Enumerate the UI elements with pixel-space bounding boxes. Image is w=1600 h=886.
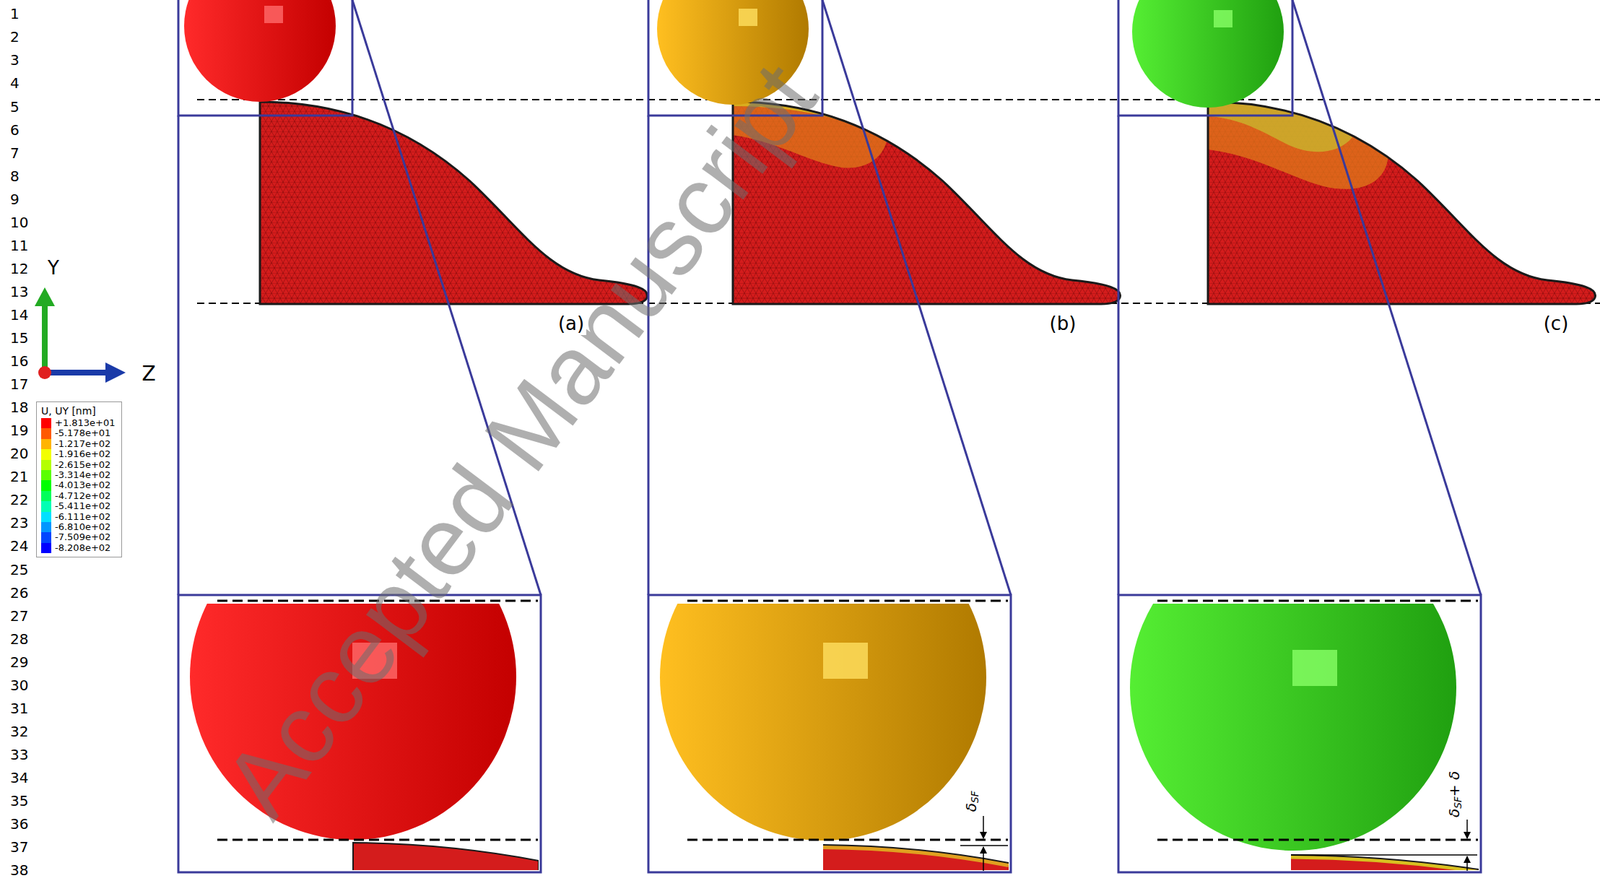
legend-swatch bbox=[41, 438, 52, 450]
line-number: 13 bbox=[10, 283, 29, 301]
legend-row: -6.111e+02 bbox=[41, 511, 116, 523]
line-number: 21 bbox=[10, 468, 29, 486]
line-number: 35 bbox=[10, 792, 29, 810]
legend-value: +1.813e+01 bbox=[54, 418, 116, 429]
line-number: 22 bbox=[10, 491, 29, 509]
legend-swatch bbox=[41, 532, 52, 543]
line-number: 33 bbox=[10, 746, 29, 764]
line-number: 12 bbox=[10, 260, 29, 278]
legend-value: -5.178e+01 bbox=[54, 428, 111, 439]
dimension-subscript: SF bbox=[968, 791, 981, 803]
line-number: 5 bbox=[10, 98, 20, 116]
legend-swatch bbox=[41, 511, 52, 523]
legend-value: -5.411e+02 bbox=[54, 501, 111, 512]
legend-box: U, UY [nm]+1.813e+01-5.178e+01-1.217e+02… bbox=[36, 401, 123, 558]
dimension-label: δSF+ δ bbox=[1445, 771, 1465, 818]
line-number: 31 bbox=[10, 700, 29, 717]
legend-value: -8.208e+02 bbox=[54, 542, 111, 554]
line-number: 7 bbox=[10, 145, 20, 162]
legend-swatch bbox=[41, 522, 52, 533]
legend-row: +1.813e+01 bbox=[41, 418, 116, 429]
legend-row: -5.411e+02 bbox=[41, 501, 116, 512]
line-number: 20 bbox=[10, 445, 29, 463]
legend-row: -8.208e+02 bbox=[41, 542, 116, 554]
line-number: 30 bbox=[10, 677, 29, 694]
legend-value: -4.013e+02 bbox=[54, 480, 111, 491]
line-number: 23 bbox=[10, 514, 29, 532]
legend-row: -1.916e+02 bbox=[41, 449, 116, 460]
legend-row: -3.314e+02 bbox=[41, 470, 116, 481]
legend-swatch bbox=[41, 542, 52, 554]
dimension-symbol: + δ bbox=[1445, 771, 1463, 797]
legend-swatch bbox=[41, 470, 52, 481]
legend-row: -2.615e+02 bbox=[41, 459, 116, 471]
axis-label: Z bbox=[141, 362, 156, 386]
line-number: 9 bbox=[10, 191, 20, 208]
line-number: 15 bbox=[10, 329, 29, 347]
legend-row: -7.509e+02 bbox=[41, 532, 116, 543]
dimension-symbol: δ bbox=[961, 802, 980, 812]
line-number: 14 bbox=[10, 306, 29, 324]
line-number: 27 bbox=[10, 607, 29, 625]
line-number: 29 bbox=[10, 654, 29, 671]
axis-label: Y bbox=[47, 257, 60, 280]
line-number: 38 bbox=[10, 862, 29, 879]
legend-row: -5.178e+01 bbox=[41, 428, 116, 439]
legend-swatch bbox=[41, 449, 52, 460]
legend-swatch bbox=[41, 480, 52, 491]
legend-swatch bbox=[41, 490, 52, 502]
legend-value: -4.712e+02 bbox=[54, 490, 111, 502]
line-number: 10 bbox=[10, 214, 29, 232]
line-number: 19 bbox=[10, 422, 29, 439]
line-number: 2 bbox=[10, 28, 20, 46]
dimension-subscript: SF bbox=[1452, 796, 1465, 808]
line-number: 3 bbox=[10, 51, 20, 69]
line-number: 6 bbox=[10, 122, 20, 139]
line-number: 18 bbox=[10, 399, 29, 416]
legend-row: -6.810e+02 bbox=[41, 522, 116, 533]
legend-value: -2.615e+02 bbox=[54, 459, 111, 471]
line-number: 1 bbox=[10, 5, 20, 23]
legend-swatch bbox=[41, 428, 52, 439]
legend-value: -1.217e+02 bbox=[54, 438, 111, 450]
line-number: 34 bbox=[10, 769, 29, 787]
legend-value: -7.509e+02 bbox=[54, 532, 111, 543]
legend-value: -6.810e+02 bbox=[54, 522, 111, 533]
dimension-symbol: δ bbox=[1445, 808, 1463, 818]
legend-row: -1.217e+02 bbox=[41, 438, 116, 450]
line-number: 8 bbox=[10, 168, 20, 185]
legend-swatch bbox=[41, 501, 52, 512]
panel-label: (b) bbox=[1047, 313, 1079, 336]
panel-label: (c) bbox=[1541, 313, 1572, 336]
legend-title: U, UY [nm] bbox=[41, 405, 116, 417]
panel-label: (a) bbox=[555, 313, 587, 336]
legend-value: -1.916e+02 bbox=[54, 449, 111, 460]
legend-row: -4.712e+02 bbox=[41, 490, 116, 502]
line-number: 25 bbox=[10, 561, 29, 579]
line-number: 26 bbox=[10, 584, 29, 602]
line-number: 11 bbox=[10, 237, 29, 255]
line-number: 32 bbox=[10, 723, 29, 741]
line-number: 16 bbox=[10, 353, 29, 370]
dimension-label: δSF bbox=[961, 791, 981, 813]
line-number: 24 bbox=[10, 537, 29, 555]
line-number: 36 bbox=[10, 815, 29, 833]
line-number: 28 bbox=[10, 631, 29, 648]
line-number: 4 bbox=[10, 75, 20, 92]
legend-swatch bbox=[41, 418, 52, 429]
legend-swatch bbox=[41, 459, 52, 471]
line-number: 17 bbox=[10, 376, 29, 393]
legend-value: -6.111e+02 bbox=[54, 511, 111, 523]
legend-value: -3.314e+02 bbox=[54, 470, 111, 481]
line-number: 37 bbox=[10, 838, 29, 856]
legend-row: -4.013e+02 bbox=[41, 480, 116, 491]
